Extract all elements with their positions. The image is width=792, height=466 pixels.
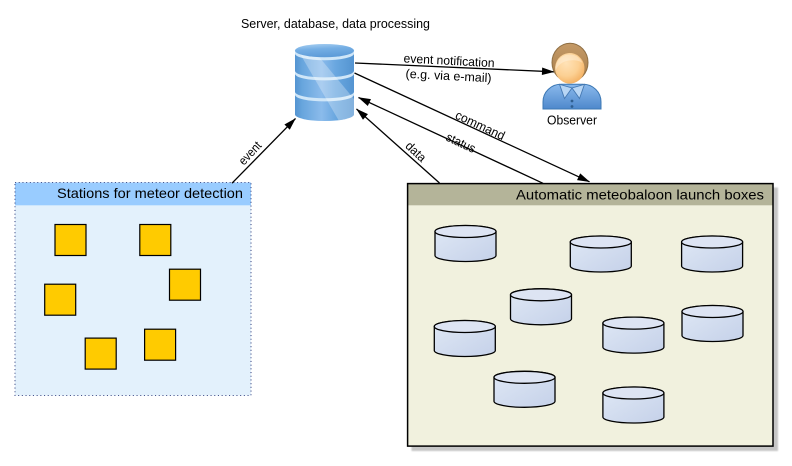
svg-text:data: data	[403, 139, 429, 165]
svg-text:(e.g. via e-mail): (e.g. via e-mail)	[405, 67, 492, 85]
svg-text:Observer: Observer	[547, 113, 597, 127]
svg-text:Stations for meteor detection: Stations for meteor detection	[57, 185, 243, 201]
svg-text:event: event	[236, 138, 265, 168]
svg-text:Automatic meteobaloon launch b: Automatic meteobaloon launch boxes	[516, 186, 764, 202]
svg-text:event notification: event notification	[403, 51, 495, 70]
svg-text:status: status	[444, 130, 478, 156]
svg-text:Server, database, data process: Server, database, data processing	[241, 17, 430, 31]
